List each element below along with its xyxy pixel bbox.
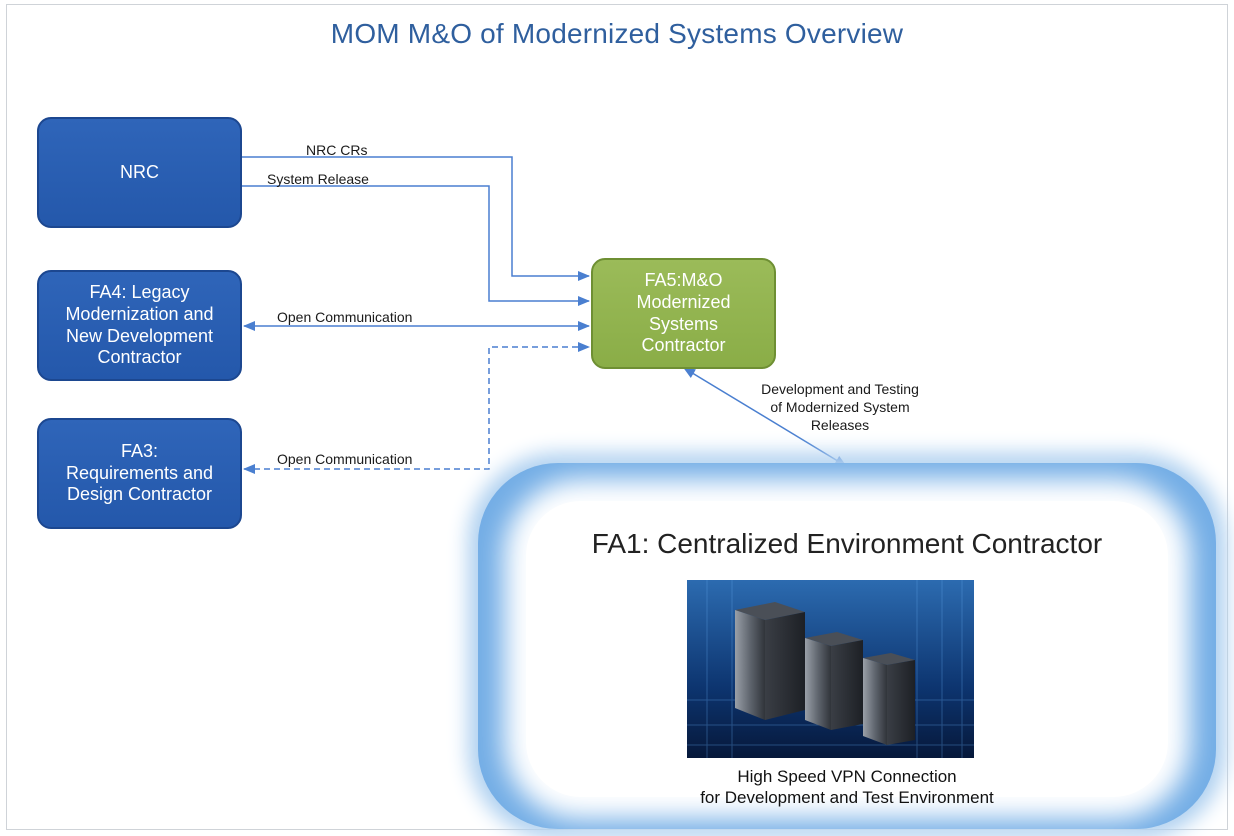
server-image [687, 580, 974, 758]
fa4-box: FA4: Legacy Modernization and New Develo… [37, 270, 242, 381]
fa3-box-label: FA3: Requirements and Design Contractor [65, 441, 214, 505]
fa1-title: FA1: Centralized Environment Contractor [591, 528, 1103, 559]
system-release-connector [242, 185, 590, 306]
fa4-box-label: FA4: Legacy Modernization and New Develo… [65, 282, 214, 368]
nrc-crs-connector [242, 156, 590, 281]
system-release-label: System Release [267, 171, 369, 187]
server-tower-1 [735, 602, 805, 720]
dev-testing-connector [683, 367, 847, 467]
servers-illustration [687, 580, 974, 758]
server-tower-2 [805, 632, 863, 730]
server-tower-3 [863, 653, 915, 745]
fa5-box: FA5:M&O Modernized Systems Contractor [591, 258, 776, 369]
fa3-box: FA3: Requirements and Design Contractor [37, 418, 242, 529]
nrc-box-label: NRC [120, 161, 159, 182]
dev-testing-label: Development and Testing of Modernized Sy… [761, 381, 919, 434]
nrc-box: NRC [37, 117, 242, 228]
fa4-open-communication-label: Open Communication [277, 309, 413, 325]
vpn-caption: High Speed VPN Connection for Developmen… [700, 767, 994, 808]
fa3-open-communication-connector [243, 342, 590, 474]
nrc-crs-label: NRC CRs [306, 142, 368, 158]
slide-title: MOM M&O of Modernized Systems Overview [330, 18, 904, 49]
fa5-box-label: FA5:M&O Modernized Systems Contractor [636, 270, 731, 356]
fa3-open-communication-label: Open Communication [277, 451, 413, 467]
